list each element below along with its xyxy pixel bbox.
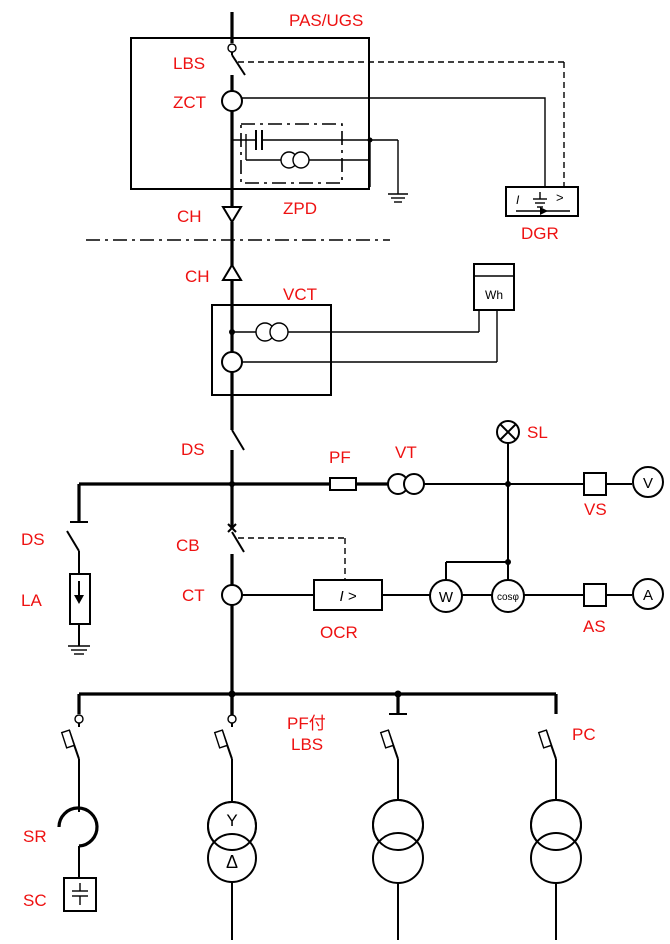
label-pas-ugs: PAS/UGS [289,11,363,30]
lbs-switch [230,54,246,91]
sl-lamp [496,420,520,484]
label-ch-top: CH [177,207,202,226]
cb-breaker [227,523,245,585]
feeder-4 [537,694,558,800]
amp-text: A [643,587,653,604]
feeder-3 [379,694,407,800]
ds-main-switch [229,429,245,528]
zpd-symbol [232,130,398,187]
transformer-y-delta: Y Δ [207,801,257,940]
pf-meter: cosφ [491,579,525,613]
vt-symbol [387,473,425,495]
volt-text: V [643,475,653,492]
ground-symbol [388,140,408,203]
transformer-3 [372,799,424,940]
as-switch [583,583,607,607]
vs-switch [583,472,607,496]
label-ds-main: DS [181,440,205,459]
series-reactor [57,806,99,878]
y-symbol: Y [226,811,237,830]
ct-symbol [221,584,243,606]
label-vct: VCT [283,285,317,304]
cable-head-bottom [221,263,243,281]
feeder-1 [60,694,84,812]
lightning-arrester [68,573,91,655]
label-sl: SL [527,423,548,442]
pf-meter-text: cosφ [497,592,520,603]
delta-symbol: Δ [226,852,238,872]
label-sc: SC [23,891,47,910]
watt-text: W [439,589,454,606]
label-ocr: OCR [320,623,358,642]
feeder-2 [213,694,237,802]
label-pf-lbs-1: PF付 [287,714,326,733]
label-pf: PF [329,448,351,467]
wh-text: Wh [485,288,503,302]
ocr-text: I > [339,588,356,605]
pas-ugs-cabinet [130,12,565,220]
watt-meter: W [429,579,463,613]
pf-fuse [329,477,357,491]
label-ch-bottom: CH [185,267,210,286]
ammeter: A [632,578,664,610]
dgr-gt-symbol: > [556,190,564,205]
cable-head-top [221,206,243,224]
dgr-i-symbol: I [516,193,520,207]
ds-la-switch [66,530,80,574]
label-ds-la: DS [21,530,45,549]
label-vt: VT [395,443,417,462]
label-vs: VS [584,500,607,519]
label-as: AS [583,617,606,636]
label-dgr: DGR [521,224,559,243]
voltmeter: V [632,466,664,498]
label-pc: PC [572,725,596,744]
ocr-relay: I > [313,579,383,611]
label-sr: SR [23,827,47,846]
label-la: LA [21,591,42,610]
dgr-relay: I > [505,186,579,217]
label-pf-lbs-2: LBS [291,735,323,754]
label-zct: ZCT [173,93,206,112]
label-ct: CT [182,586,205,605]
static-capacitor [63,877,97,912]
wh-meter: Wh [473,263,515,362]
vct-box [211,304,497,430]
zct-symbol [221,90,243,220]
transformer-4 [530,799,582,940]
label-zpd: ZPD [283,199,317,218]
label-cb: CB [176,536,200,555]
label-lbs: LBS [173,54,205,73]
